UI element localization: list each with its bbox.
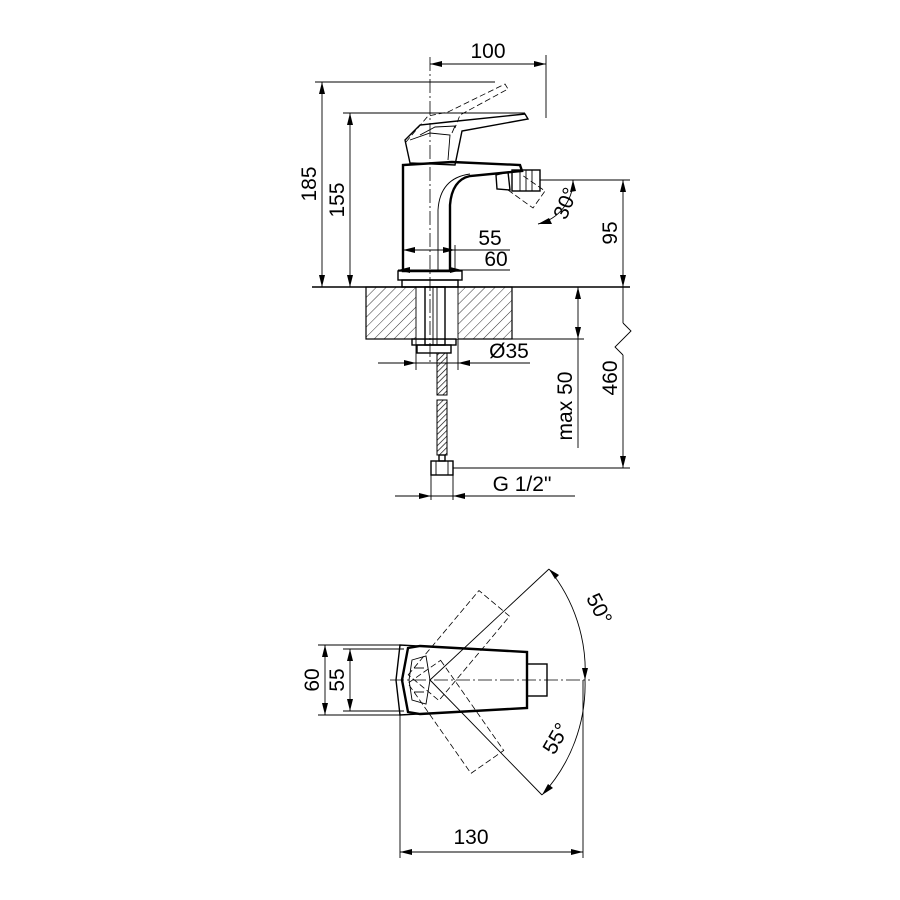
hose-nut	[430, 460, 454, 476]
lever-open-position	[405, 83, 509, 143]
dim-60: 60	[484, 248, 507, 271]
dim-55: 55	[478, 227, 501, 250]
dim-top-60: 60	[301, 668, 324, 691]
dim-95: 95	[599, 221, 622, 244]
top-handle	[400, 644, 529, 716]
dim-thread: G 1/2"	[493, 473, 552, 496]
dim-angle-50: 50°	[581, 590, 616, 629]
dim-460: 460	[599, 360, 622, 395]
dim-top-55: 55	[326, 668, 349, 691]
top-view: 60 55 130 50° 55°	[301, 568, 616, 858]
dim-angle-55: 55°	[538, 719, 574, 758]
dim-max-50: max 50	[554, 372, 577, 441]
dim-100: 100	[470, 40, 505, 63]
dim-155: 155	[326, 182, 349, 217]
dim-185: 185	[298, 166, 321, 201]
lever-handle	[404, 113, 530, 166]
spout-nozzle	[495, 171, 511, 191]
dim-diameter-35: Ø35	[489, 340, 529, 363]
side-view: 100 185 155 95 30° 55 60	[298, 40, 632, 500]
dim-130: 130	[453, 826, 488, 849]
braided-hose	[436, 352, 448, 396]
faucet-body	[401, 160, 524, 273]
dim-angle-30: 30°	[549, 185, 582, 223]
